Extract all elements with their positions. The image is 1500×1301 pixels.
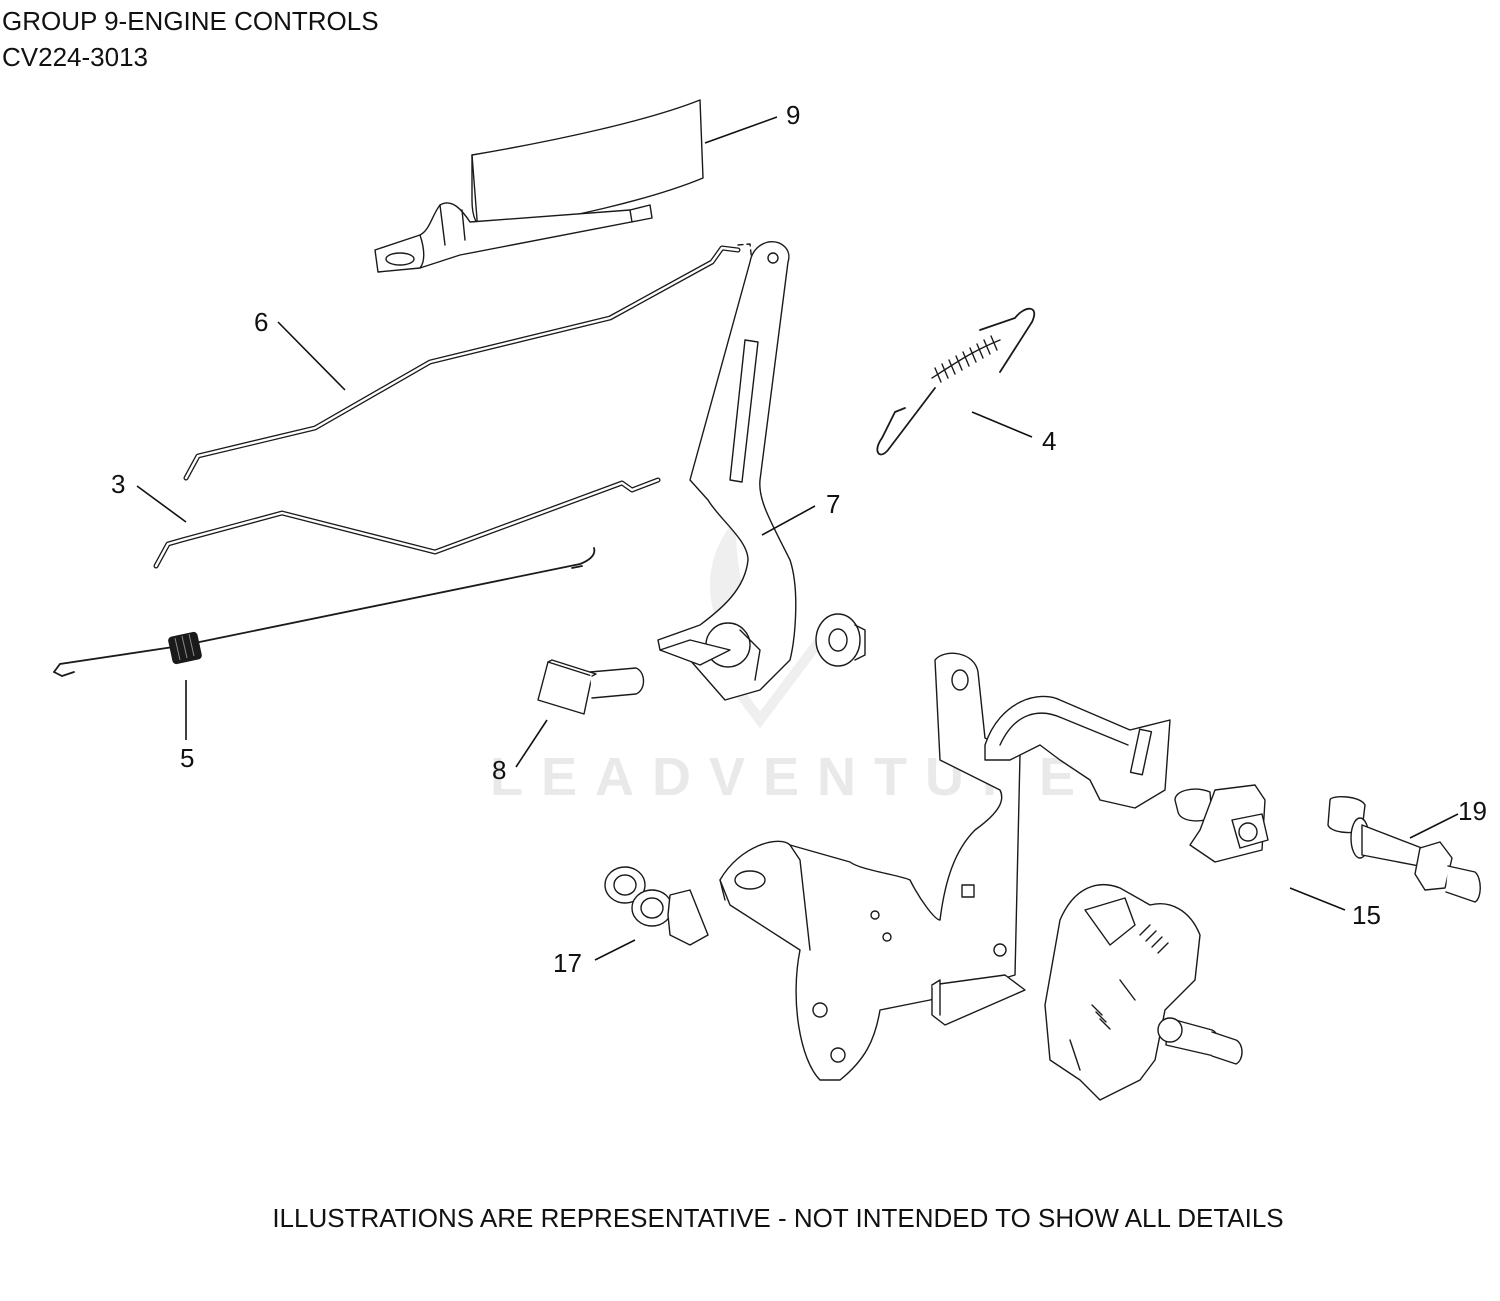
part-15-clip[interactable] <box>1174 784 1269 863</box>
callout-8: 8 <box>492 755 506 785</box>
disclaimer-text: ILLUSTRATIONS ARE REPRESENTATIVE - NOT I… <box>272 1203 1284 1233</box>
spring-coil <box>168 631 202 665</box>
diagram-title: GROUP 9-ENGINE CONTROLS <box>2 6 379 36</box>
part-17-dual-clip[interactable] <box>604 866 709 946</box>
callout-3: 3 <box>111 469 125 499</box>
callout-5: 5 <box>180 743 194 773</box>
callout-9: 9 <box>786 100 800 130</box>
leader-lines <box>136 116 1459 961</box>
part-4-extension-spring[interactable] <box>876 307 1036 456</box>
part-19-bolt[interactable] <box>1327 796 1481 903</box>
model-number: CV224-3013 <box>2 42 148 72</box>
callout-19: 19 <box>1458 796 1487 826</box>
part-7-throttle-lever[interactable] <box>657 241 797 701</box>
callout-15: 15 <box>1352 900 1381 930</box>
callout-7: 7 <box>826 489 840 519</box>
part-3-governor-rod[interactable] <box>153 477 661 569</box>
part-governor-assembly[interactable] <box>1044 884 1243 1101</box>
callout-4: 4 <box>1042 426 1056 456</box>
part-6-throttle-rod[interactable] <box>183 243 753 481</box>
part-control-bracket[interactable] <box>719 652 1171 1081</box>
part-washer[interactable] <box>815 613 866 667</box>
callout-numbers: 9 6 4 3 7 5 8 19 15 17 <box>111 100 1487 978</box>
callout-17: 17 <box>553 948 582 978</box>
callout-6: 6 <box>254 307 268 337</box>
part-5-spring-wire[interactable] <box>53 547 596 677</box>
part-9-bracket[interactable] <box>374 99 704 273</box>
part-8-pin[interactable] <box>537 659 645 715</box>
